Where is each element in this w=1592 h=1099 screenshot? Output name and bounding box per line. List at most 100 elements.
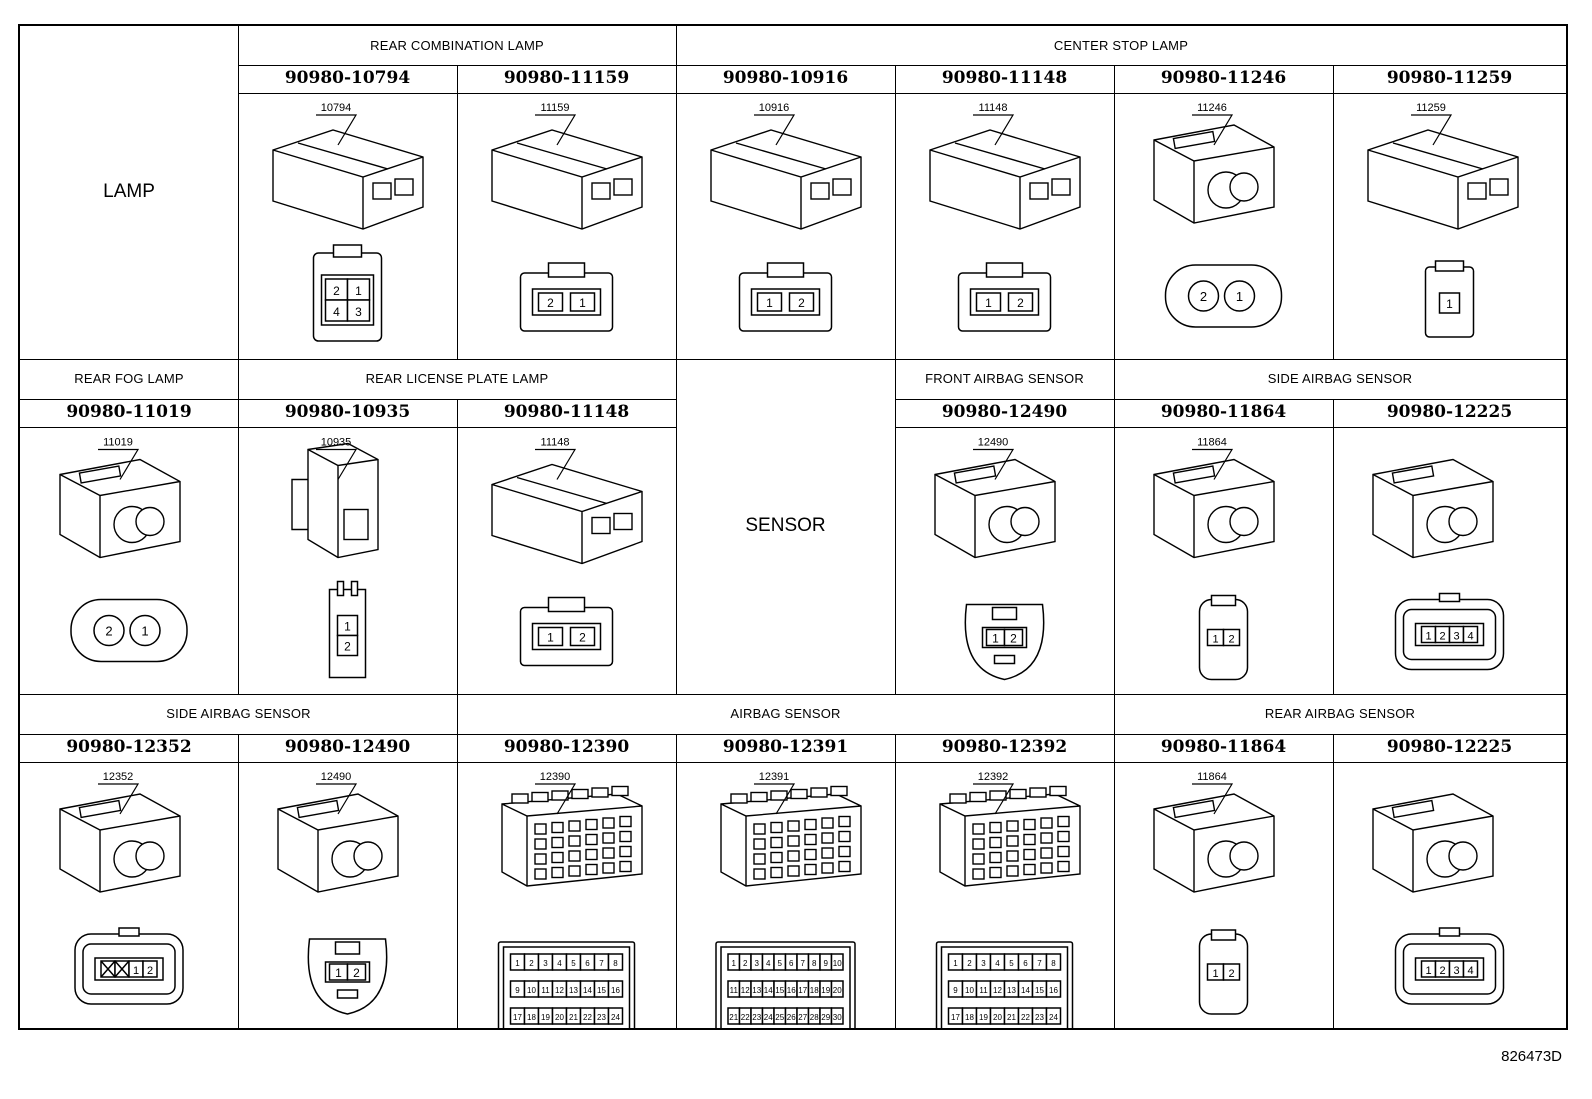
callout-number: 11246 (1197, 102, 1227, 114)
grid-line (238, 93, 1566, 94)
pin-number: 2 (1010, 632, 1017, 646)
callout-number: 12490 (978, 437, 1009, 449)
group-label: REAR COMBINATION LAMP (370, 38, 544, 53)
grid-line (238, 734, 239, 1028)
pin-number: 16 (611, 986, 620, 995)
pin-number: 16 (787, 986, 796, 995)
pin-number: 21 (729, 1013, 738, 1022)
callout-number: 11159 (541, 102, 570, 114)
callout-number: 11864 (1197, 771, 1227, 783)
pin-number: 2 (344, 640, 351, 654)
part-number: 90980-12225 (1386, 402, 1513, 422)
grid-line (1114, 359, 1115, 694)
pin-number: 27 (798, 1013, 807, 1022)
grid-line (895, 65, 896, 359)
part-number: 90980-11864 (1160, 402, 1287, 422)
grid-line (20, 762, 1566, 763)
pin-number: 15 (1035, 986, 1044, 995)
grid-line (1333, 399, 1334, 694)
pin-number: 6 (789, 959, 794, 968)
pin-number: 8 (1051, 959, 1056, 968)
part-number: 90980-10794 (284, 68, 411, 88)
pin-number: 12 (741, 986, 750, 995)
callout-number: 11148 (541, 437, 570, 449)
grid-line (895, 359, 896, 694)
grid-line (238, 65, 1566, 66)
group-label: AIRBAG SENSOR (730, 706, 841, 721)
pin-number: 16 (1049, 986, 1058, 995)
part-number: 90980-12391 (722, 737, 849, 757)
callout-number: 10916 (759, 102, 790, 114)
grid-line (20, 359, 1566, 360)
pin-number: 2 (529, 959, 534, 968)
callout-number: 11019 (103, 437, 133, 449)
pin-number: 17 (951, 1013, 960, 1022)
callout-number: 12391 (759, 771, 790, 783)
pin-number: 3 (981, 959, 986, 968)
pin-number: 2 (353, 966, 360, 980)
grid-line (20, 734, 1566, 735)
pin-number: 24 (764, 1013, 773, 1022)
pin-number: 2 (1228, 634, 1234, 646)
pin-number: 1 (344, 620, 351, 634)
pin-number: 21 (1007, 1013, 1016, 1022)
pin-number: 6 (1023, 959, 1028, 968)
pin-number: 1 (766, 296, 773, 310)
pin-number: 4 (1467, 965, 1473, 977)
grid-line (238, 359, 239, 694)
pin-number: 25 (775, 1013, 784, 1022)
sensor-label: SENSOR (745, 514, 826, 536)
pin-number: 1 (1446, 297, 1453, 311)
part-number: 90980-11259 (1386, 68, 1513, 88)
part-number: 90980-12352 (66, 737, 192, 757)
grid-line (676, 359, 677, 694)
pin-number: 11 (979, 986, 988, 995)
connector-drawing: 10916 1 2 (710, 102, 862, 332)
pin-number: 18 (527, 1013, 536, 1022)
pin-number: 3 (355, 305, 362, 319)
pin-number: 14 (764, 986, 773, 995)
pin-number: 20 (833, 986, 842, 995)
callout-number: 11148 (979, 102, 1008, 114)
pin-number: 7 (599, 959, 604, 968)
pin-number: 2 (798, 296, 805, 310)
grid-line (676, 734, 677, 1028)
pin-number: 2 (1200, 289, 1207, 304)
pin-number: 8 (812, 959, 817, 968)
group-label: REAR AIRBAG SENSOR (1264, 706, 1416, 721)
pin-number: 3 (755, 959, 760, 968)
pin-number: 1 (355, 284, 362, 298)
part-number: 90980-12390 (503, 737, 630, 757)
group-label: REAR FOG LAMP (74, 371, 184, 386)
pin-number: 1 (133, 965, 139, 977)
pin-number: 24 (1049, 1013, 1058, 1022)
pin-number: 4 (333, 305, 340, 319)
pin-number: 1 (1212, 968, 1218, 980)
grid-line (238, 26, 239, 359)
pin-number: 9 (824, 959, 829, 968)
grid-line (20, 694, 1566, 695)
pin-number: 22 (583, 1013, 592, 1022)
pin-number: 17 (513, 1013, 522, 1022)
pin-number: 22 (1021, 1013, 1030, 1022)
group-label: SIDE AIRBAG SENSOR (1267, 371, 1413, 386)
pin-number: 11 (541, 986, 550, 995)
pin-number: 1 (953, 959, 958, 968)
pin-number: 1 (1212, 634, 1218, 646)
lamp-label: LAMP (103, 180, 155, 202)
pin-number: 20 (555, 1013, 564, 1022)
grid-line (457, 694, 458, 1028)
pin-number: 10 (833, 959, 842, 968)
pin-number: 1 (1425, 965, 1431, 977)
pin-number: 18 (810, 986, 819, 995)
grid-line (1114, 65, 1115, 359)
pin-number: 4 (766, 959, 771, 968)
pin-number: 13 (569, 986, 578, 995)
pin-number: 8 (613, 959, 618, 968)
pin-number: 14 (1021, 986, 1030, 995)
